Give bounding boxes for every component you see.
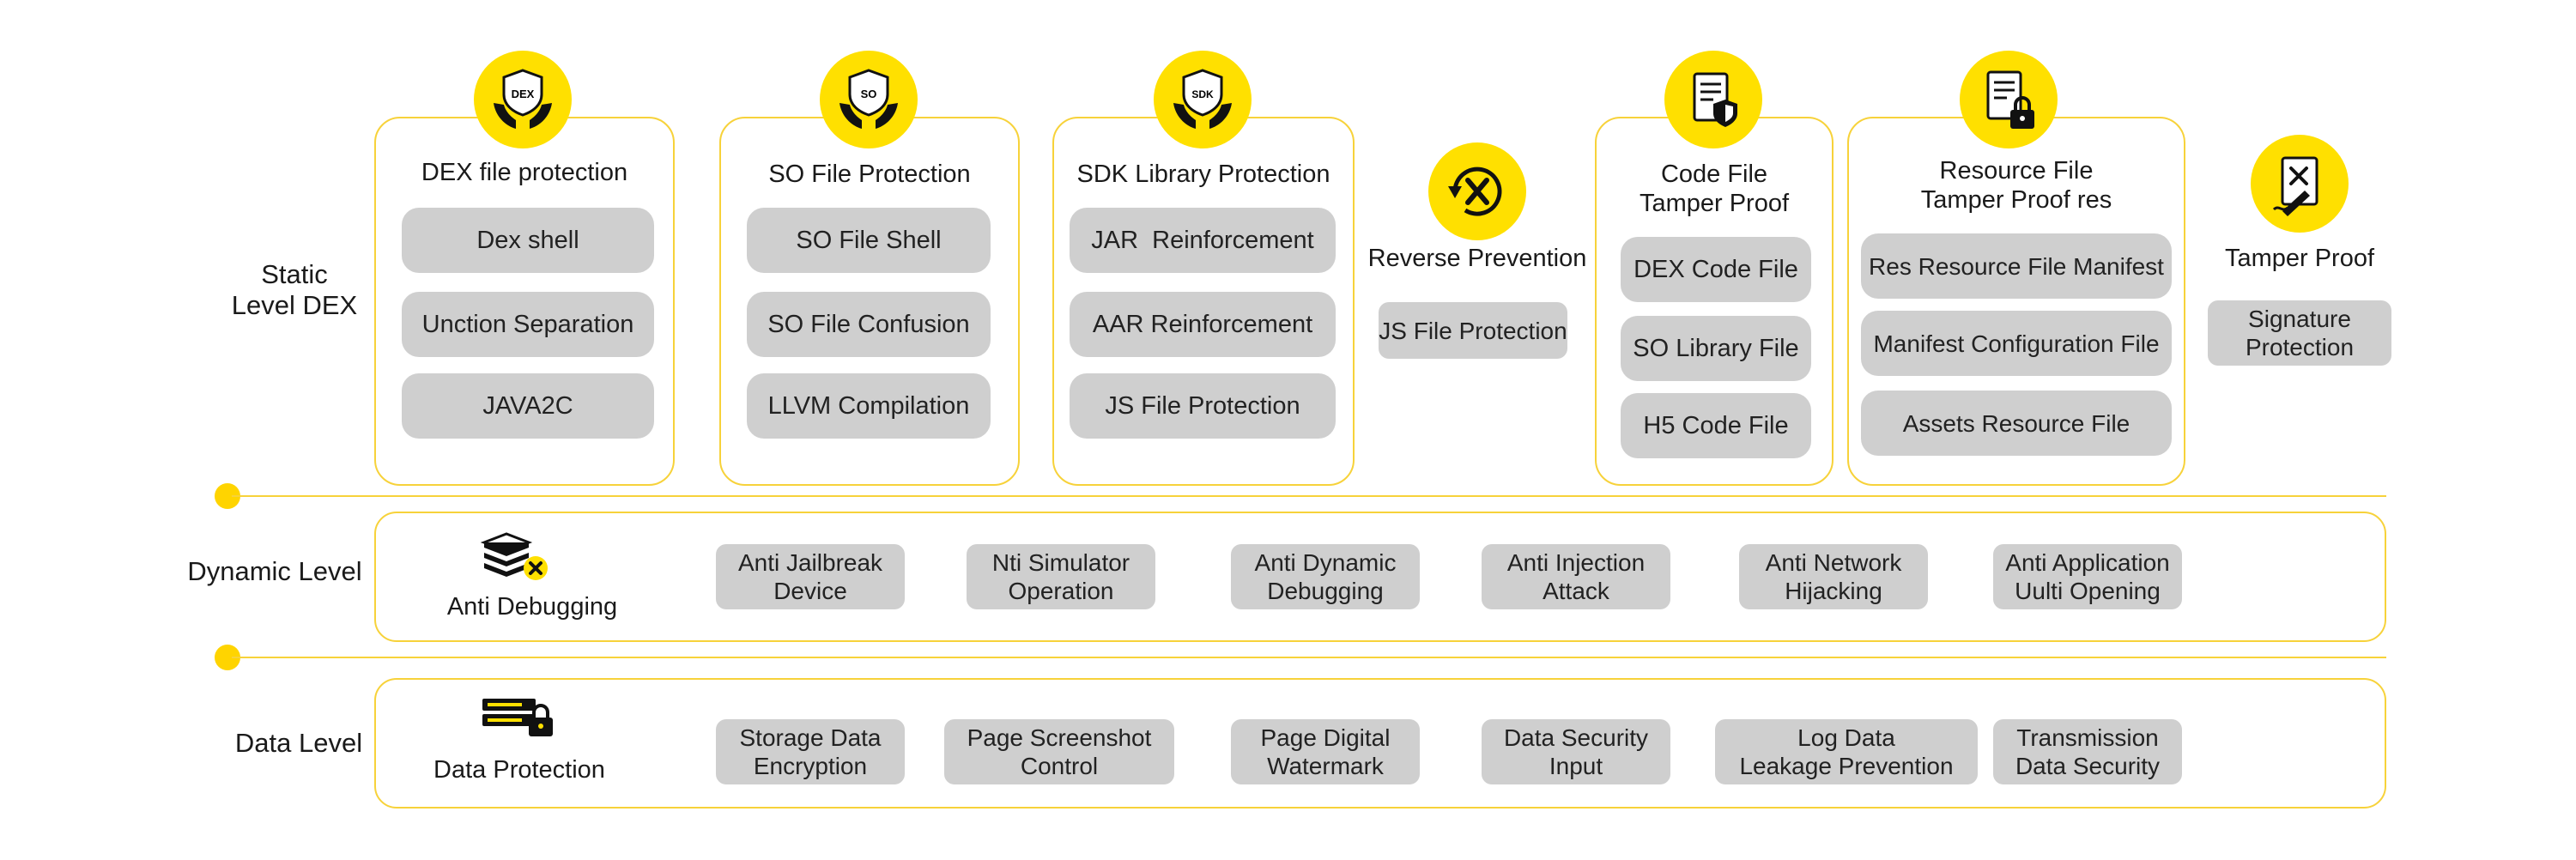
so-shield-hands-icon: SO (820, 51, 918, 148)
reverse-js-file-protection-pill: JS File Protection (1379, 302, 1567, 359)
llvm-compilation-pill: LLVM Compilation (747, 373, 991, 439)
page-screenshot-control-pill: Page Screenshot Control (944, 719, 1174, 784)
h5-code-file-pill: H5 Code File (1621, 393, 1811, 458)
dex-shell-pill: Dex shell (402, 208, 654, 273)
so-library-file-pill: SO Library File (1621, 316, 1811, 381)
anti-debugging-label: Anti Debugging (446, 593, 618, 621)
anti-injection-attack-pill: Anti Injection Attack (1482, 544, 1670, 609)
nti-simulator-operation-pill: Nti Simulator Operation (967, 544, 1155, 609)
resource-file-lock-icon (1960, 51, 2058, 148)
res-resource-file-manifest-pill: Res Resource File Manifest (1861, 233, 2172, 299)
sdk-shield-hands-icon: SDK (1154, 51, 1252, 148)
js-file-protection-pill: JS File Protection (1070, 373, 1336, 439)
dex-icon-text: DEX (512, 88, 535, 100)
anti-dynamic-debugging-pill: Anti Dynamic Debugging (1231, 544, 1420, 609)
so-file-confusion-pill: SO File Confusion (747, 292, 991, 357)
data-security-input-pill: Data Security Input (1482, 719, 1670, 784)
unction-separation-pill: Unction Separation (402, 292, 654, 357)
signature-protection-pill: Signature Protection (2208, 300, 2391, 366)
data-protection-label: Data Protection (433, 756, 605, 784)
reverse-prevention-title: Reverse Prevention (1367, 245, 1587, 272)
sdk-library-protection-title: SDK Library Protection (1076, 160, 1330, 188)
so-file-shell-pill: SO File Shell (747, 208, 991, 273)
java2c-pill: JAVA2C (402, 373, 654, 439)
static-level-label: Static Level DEX (231, 259, 358, 320)
anti-jailbreak-device-pill: Anti Jailbreak Device (716, 544, 905, 609)
aar-reinforcement-pill: AAR Reinforcement (1070, 292, 1336, 357)
page-digital-watermark-pill: Page Digital Watermark (1231, 719, 1420, 784)
resource-file-tamper-proof-title: Resource File Tamper Proof res (1920, 157, 2112, 214)
data-protection-storage-lock-icon (481, 695, 553, 740)
sdk-icon-text: SDK (1191, 88, 1214, 100)
tamper-proof-title: Tamper Proof (2224, 245, 2375, 272)
data-level-label: Data Level (234, 728, 363, 758)
dynamic-level-label: Dynamic Level (187, 556, 362, 586)
jar-reinforcement-pill: JAR Reinforcement (1070, 208, 1336, 273)
dex-file-protection-title: DEX file protection (421, 159, 628, 186)
transmission-data-security-pill: Transmission Data Security (1993, 719, 2182, 784)
storage-data-encryption-pill: Storage Data Encryption (716, 719, 905, 784)
anti-debugging-stack-icon (480, 530, 553, 585)
so-icon-text: SO (861, 88, 877, 100)
code-file-shield-icon (1664, 51, 1762, 148)
reverse-prevention-icon (1428, 142, 1526, 240)
assets-resource-file-pill: Assets Resource File (1861, 391, 2172, 456)
separator-line-1 (232, 495, 2386, 497)
separator-line-2 (232, 657, 2386, 658)
code-file-tamper-proof-title: Code File Tamper Proof (1639, 160, 1790, 217)
dex-shield-hands-icon: DEX (474, 51, 572, 148)
anti-application-uulti-opening-pill: Anti Application Uulti Opening (1993, 544, 2182, 609)
tamper-proof-signature-icon (2251, 135, 2349, 233)
anti-network-hijacking-pill: Anti Network Hijacking (1739, 544, 1928, 609)
so-file-protection-title: SO File Protection (768, 160, 971, 188)
dex-code-file-pill: DEX Code File (1621, 237, 1811, 302)
log-data-leakage-prevention-pill: Log Data Leakage Prevention (1715, 719, 1978, 784)
manifest-configuration-file-pill: Manifest Configuration File (1861, 311, 2172, 376)
